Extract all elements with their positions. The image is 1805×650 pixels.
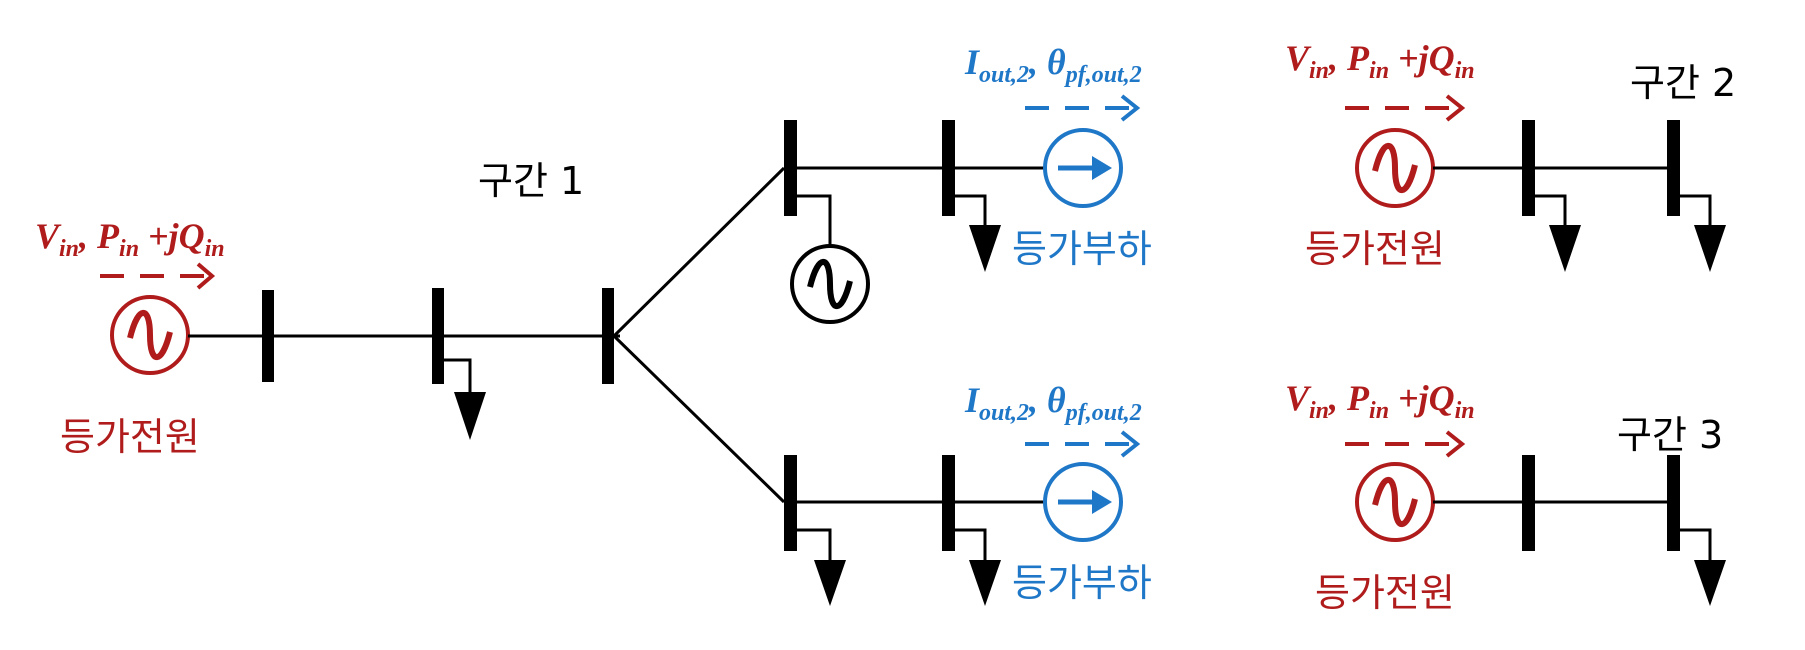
section-3-label: 구간 3: [1617, 413, 1723, 457]
bus-s3-a: [1522, 455, 1535, 551]
current-source-icon: [1043, 128, 1123, 208]
lower-branch: Iout,2, θpf,out,2 등가부하: [784, 380, 1152, 606]
load-arrow-icon: [969, 560, 1001, 606]
load-arrow-icon: [1694, 560, 1726, 606]
bus-1: [262, 290, 274, 382]
source-s2-quantity: Vin, Pin +jQin: [1285, 38, 1475, 84]
source-s2-label: 등가전원: [1305, 227, 1445, 271]
source-left-quantity: Vin, Pin +jQin: [35, 216, 225, 262]
bus-lower-b: [942, 455, 955, 551]
load-arrow-icon: [1694, 225, 1726, 272]
current-source-icon: [1043, 462, 1123, 542]
load-bus-2: [444, 358, 486, 440]
bus-s3-b: [1667, 455, 1680, 551]
load-arrow-icon: [454, 392, 486, 440]
equiv-load-lower: Iout,2, θpf,out,2 등가부하: [964, 380, 1152, 605]
bus-s2-b: [1667, 120, 1680, 216]
source-left-label: 등가전원: [60, 415, 200, 459]
bus-2: [432, 288, 444, 384]
sine-wave-icon: [1372, 143, 1418, 193]
load-arrow-icon: [814, 560, 846, 606]
source-s3-quantity: Vin, Pin +jQin: [1285, 378, 1475, 424]
section-1-label: 구간 1: [478, 159, 584, 203]
section-1: Vin, Pin +jQin 등가전원 구간 1: [35, 159, 786, 504]
upper-branch: Iout,2, θpf,out,2 등가부하: [784, 42, 1152, 324]
load-upper-label: 등가부하: [1012, 227, 1152, 271]
bus-lower-a: [784, 455, 797, 551]
sine-wave-icon: [1372, 477, 1418, 527]
arrow-right-icon: [1120, 94, 1141, 122]
sine-wave-icon: [807, 259, 853, 309]
sine-wave-icon: [127, 310, 173, 360]
bus-upper-a: [784, 120, 797, 216]
arrow-right-icon: [1445, 430, 1466, 458]
bus-upper-b: [942, 120, 955, 216]
load-arrow-icon: [1549, 225, 1581, 272]
generator-icon: [790, 244, 870, 324]
load-lower-quantity: Iout,2, θpf,out,2: [964, 380, 1142, 426]
source-s3-label: 등가전원: [1315, 571, 1455, 615]
bus-3: [602, 288, 614, 384]
load-lower-label: 등가부하: [1012, 561, 1152, 605]
load-arrow-icon: [969, 225, 1001, 272]
bus-s2-a: [1522, 120, 1535, 216]
section-2-label: 구간 2: [1630, 61, 1736, 105]
arrow-right-icon: [1120, 430, 1141, 458]
arrow-right-icon: [1445, 94, 1466, 122]
source-left-arrowhead-icon: [196, 262, 216, 290]
section-3: Vin, Pin +jQin 등가전원 구간 3: [1285, 378, 1726, 615]
section-2: Vin, Pin +jQin 등가전원 구간 2: [1285, 38, 1736, 272]
load-upper-quantity: Iout,2, θpf,out,2: [964, 42, 1142, 88]
